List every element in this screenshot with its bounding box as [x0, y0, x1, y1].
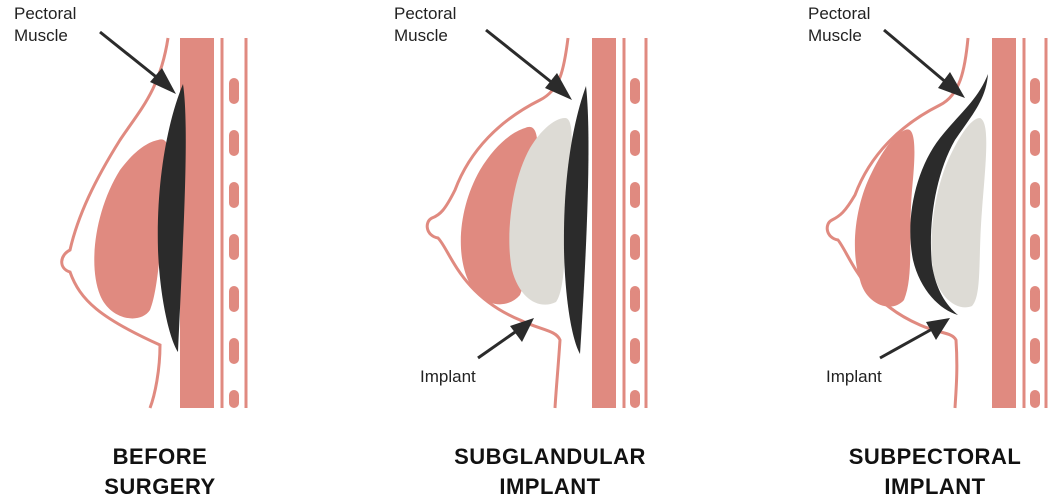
muscle-arrow: [883, 28, 965, 98]
pectoral-muscle: [563, 86, 589, 354]
pectoral-muscle-label: Pectoral Muscle: [14, 3, 76, 47]
pectoral-muscle-label: Pectoral Muscle: [394, 3, 456, 47]
label-line: Pectoral: [14, 4, 77, 23]
label-line: Pectoral: [808, 4, 871, 23]
panel-subpectoral: [825, 28, 1048, 409]
implant-arrow: [879, 318, 950, 360]
implant-arrow: [477, 318, 534, 360]
implant: [509, 118, 572, 305]
breast-outline: [425, 37, 570, 409]
caption-line: SUBGLANDULAR: [454, 444, 646, 469]
glandular-tissue: [94, 139, 169, 319]
chest-wall: [992, 38, 1016, 408]
implant-label: Implant: [826, 366, 882, 388]
caption-line: SURGERY: [104, 474, 216, 499]
pectoral-muscle-label: Pectoral Muscle: [808, 3, 870, 47]
label-line: Pectoral: [394, 4, 457, 23]
pectoral-muscle: [157, 84, 186, 352]
chest-wall: [592, 38, 616, 408]
panel-before-surgery: [60, 30, 248, 409]
caption-subpectoral: SUBPECTORAL IMPLANT: [830, 442, 1040, 502]
breast-outline: [825, 37, 970, 409]
label-line: Muscle: [394, 26, 448, 45]
panel-subglandular: [425, 28, 648, 409]
chest-wall: [180, 38, 214, 408]
caption-line: IMPLANT: [884, 474, 986, 499]
pectoral-muscle: [910, 74, 988, 315]
label-line: Muscle: [808, 26, 862, 45]
label-line: Implant: [826, 367, 882, 386]
implant: [931, 118, 987, 308]
rib-dashes: [1030, 78, 1040, 408]
implant-label: Implant: [420, 366, 476, 388]
caption-before-surgery: BEFORE SURGERY: [60, 442, 260, 502]
label-line: Implant: [420, 367, 476, 386]
breast-outline: [60, 37, 170, 409]
muscle-arrow: [99, 30, 176, 94]
caption-line: SUBPECTORAL: [848, 444, 1022, 469]
caption-line: IMPLANT: [499, 474, 601, 499]
muscle-arrow: [485, 28, 572, 100]
label-line: Muscle: [14, 26, 68, 45]
caption-subglandular: SUBGLANDULAR IMPLANT: [430, 442, 670, 502]
caption-line: BEFORE: [112, 444, 208, 469]
glandular-tissue: [854, 129, 915, 307]
rib-dashes: [630, 78, 640, 408]
rib-dashes: [229, 78, 239, 408]
